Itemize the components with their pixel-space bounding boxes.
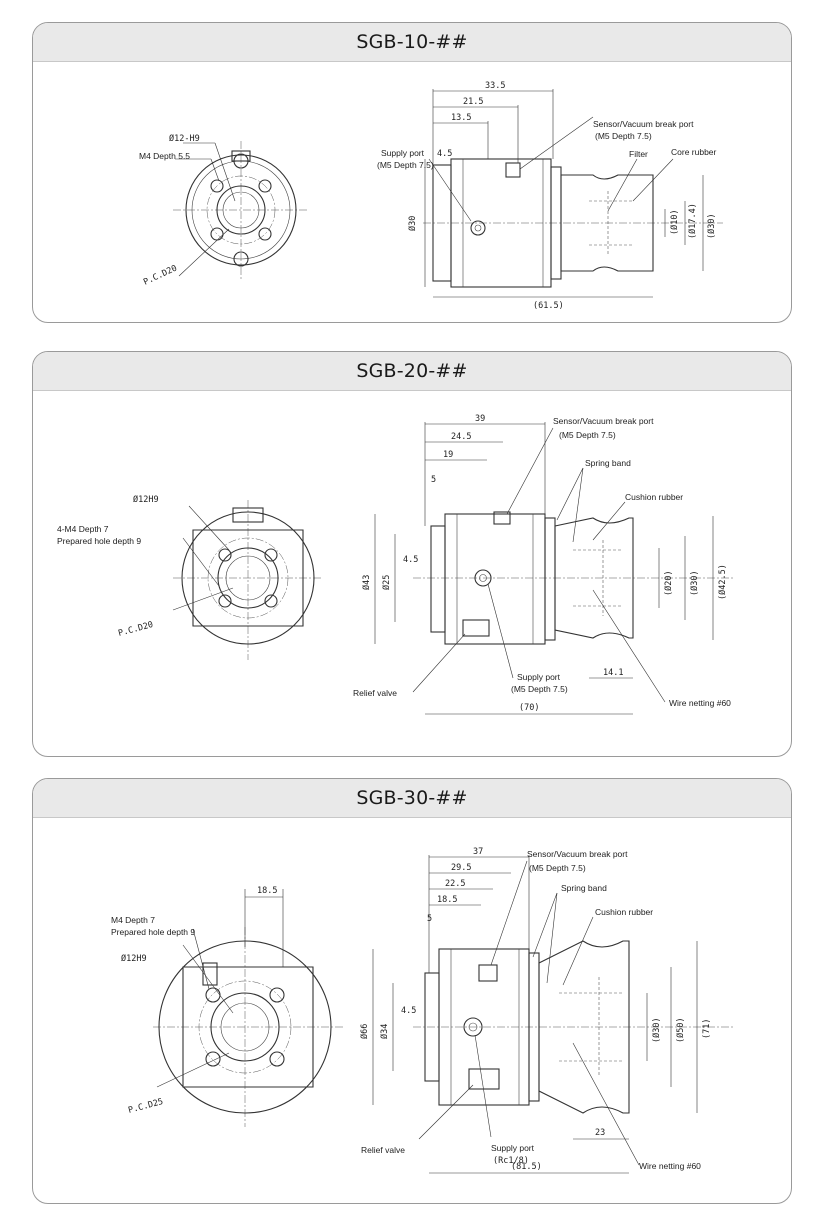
sgb-10-drawing: Ø12-H9 M4 Depth 5.5 P.C.D20 33.5 21.5 13…: [139, 81, 723, 311]
sensor-port-label: Sensor/Vacuum break port: [527, 849, 628, 859]
side-view: 37 29.5 22.5 18.5 5 4.5 Ø66 Ø34 (Ø30) (Ø…: [359, 847, 733, 1174]
panel-sgb-30: SGB-30-## 18.5 M4 Depth 7 Prepared hole …: [32, 778, 792, 1204]
dim-39: 39: [475, 414, 485, 424]
pcd-label: P.C.D25: [127, 1097, 164, 1116]
dim-dia17-4: (Ø17.4): [687, 203, 698, 239]
panel-title: SGB-30-##: [356, 787, 468, 809]
sensor-port-spec: (M5 Depth 7.5): [529, 863, 586, 873]
cushion-rubber-label: Cushion rubber: [625, 492, 683, 502]
sensor-port-label: Sensor/Vacuum break port: [593, 119, 694, 129]
panel-header: SGB-20-##: [33, 352, 791, 391]
panel-sgb-10: SGB-10-## Ø12-H9 M4 Depth 5.5 P.C.D20: [32, 22, 792, 323]
panel-header: SGB-30-##: [33, 779, 791, 818]
dim-21-5: 21.5: [463, 97, 483, 107]
panel-title: SGB-10-##: [356, 31, 468, 53]
dim-4-5: 4.5: [403, 555, 418, 565]
dim-23: 23: [595, 1128, 605, 1138]
dim-29-5: 29.5: [451, 863, 471, 873]
dim-dia30: (Ø30): [651, 1017, 662, 1043]
tap-label: M4 Depth 5.5: [139, 151, 190, 161]
supply-port-spec: (Rc1/8): [493, 1156, 529, 1166]
core-rubber-label: Core rubber: [671, 147, 717, 157]
supply-port-spec: (M5 Depth 7.5): [377, 160, 434, 170]
tap-label-2: Prepared hole depth 9: [57, 536, 141, 546]
front-view: 18.5 M4 Depth 7 Prepared hole depth 9 Ø1…: [111, 886, 343, 1127]
dim-13-5: 13.5: [451, 113, 471, 123]
dim-14-1: 14.1: [603, 668, 623, 678]
tap-label: M4 Depth 7: [111, 915, 155, 925]
sensor-port-spec: (M5 Depth 7.5): [559, 430, 616, 440]
dim-dia30-right: (Ø30): [706, 213, 717, 239]
dim-dia34: Ø34: [379, 1024, 390, 1039]
dim-dia10: (Ø10): [669, 209, 680, 235]
pcd-label: P.C.D20: [142, 264, 179, 288]
filter-label: Filter: [629, 149, 648, 159]
sensor-port-label: Sensor/Vacuum break port: [553, 416, 654, 426]
dim-dia43: Ø43: [361, 575, 372, 590]
pcd-label: P.C.D20: [117, 620, 154, 639]
supply-port-label: Supply port: [491, 1143, 535, 1153]
side-view: 33.5 21.5 13.5 4.5 Ø30 (Ø10) (Ø17.4) (Ø3…: [377, 81, 723, 311]
dim-length: (70): [519, 703, 539, 713]
sgb-30-drawing: 18.5 M4 Depth 7 Prepared hole depth 9 Ø1…: [111, 847, 733, 1174]
spring-band-label: Spring band: [561, 883, 607, 893]
supply-port-label: Supply port: [381, 148, 425, 158]
dim-33-5: 33.5: [485, 81, 505, 91]
dim-37: 37: [473, 847, 483, 857]
top-dim-18-5: 18.5: [257, 886, 277, 896]
dim-24-5: 24.5: [451, 432, 471, 442]
panel-header: SGB-10-##: [33, 23, 791, 62]
dim-dia71: (71): [702, 1019, 712, 1039]
bore-label: Ø12H9: [121, 953, 147, 964]
panel-sgb-20: SGB-20-## Ø12H9 4-M4 Depth 7 Prepared ho…: [32, 351, 792, 757]
supply-port-spec: (M5 Depth 7.5): [511, 684, 568, 694]
tap-label-2: Prepared hole depth 9: [111, 927, 195, 937]
dim-length: (61.5): [533, 301, 564, 311]
relief-valve-label: Relief valve: [361, 1145, 405, 1155]
dim-19: 19: [443, 450, 453, 460]
side-view: 39 24.5 19 5 4.5 Ø43 Ø25 (Ø20) (Ø30) (Ø4…: [353, 414, 733, 715]
dim-dia50: (Ø50): [675, 1017, 686, 1043]
dim-4-5: 4.5: [401, 1006, 416, 1016]
panel-title: SGB-20-##: [356, 360, 468, 382]
dim-length: (81.5): [511, 1162, 542, 1172]
dim-dia66: Ø66: [359, 1024, 370, 1039]
front-view: Ø12-H9 M4 Depth 5.5 P.C.D20: [139, 133, 308, 288]
dim-dia30-left: Ø30: [407, 216, 418, 231]
cushion-rubber-label: Cushion rubber: [595, 907, 653, 917]
front-view: Ø12H9 4-M4 Depth 7 Prepared hole depth 9…: [57, 494, 323, 660]
sgb-20-drawing: Ø12H9 4-M4 Depth 7 Prepared hole depth 9…: [57, 414, 733, 715]
dim-dia20: (Ø20): [663, 570, 674, 596]
wire-netting-label: Wire netting #60: [669, 698, 731, 708]
supply-port-label: Supply port: [517, 672, 561, 682]
dim-5: 5: [431, 475, 436, 485]
dim-18-5: 18.5: [437, 895, 457, 905]
dim-dia25: Ø25: [381, 575, 392, 590]
dim-4-5: 4.5: [437, 149, 452, 159]
dim-dia42-5: (Ø42.5): [717, 564, 728, 600]
wire-netting-label: Wire netting #60: [639, 1161, 701, 1171]
dim-dia30: (Ø30): [689, 570, 700, 596]
dim-5: 5: [427, 914, 432, 924]
bore-label: Ø12H9: [133, 494, 159, 505]
tap-label: 4-M4 Depth 7: [57, 524, 109, 534]
bore-label: Ø12-H9: [169, 133, 200, 144]
relief-valve-label: Relief valve: [353, 688, 397, 698]
dim-22-5: 22.5: [445, 879, 465, 889]
sensor-port-spec: (M5 Depth 7.5): [595, 131, 652, 141]
spring-band-label: Spring band: [585, 458, 631, 468]
